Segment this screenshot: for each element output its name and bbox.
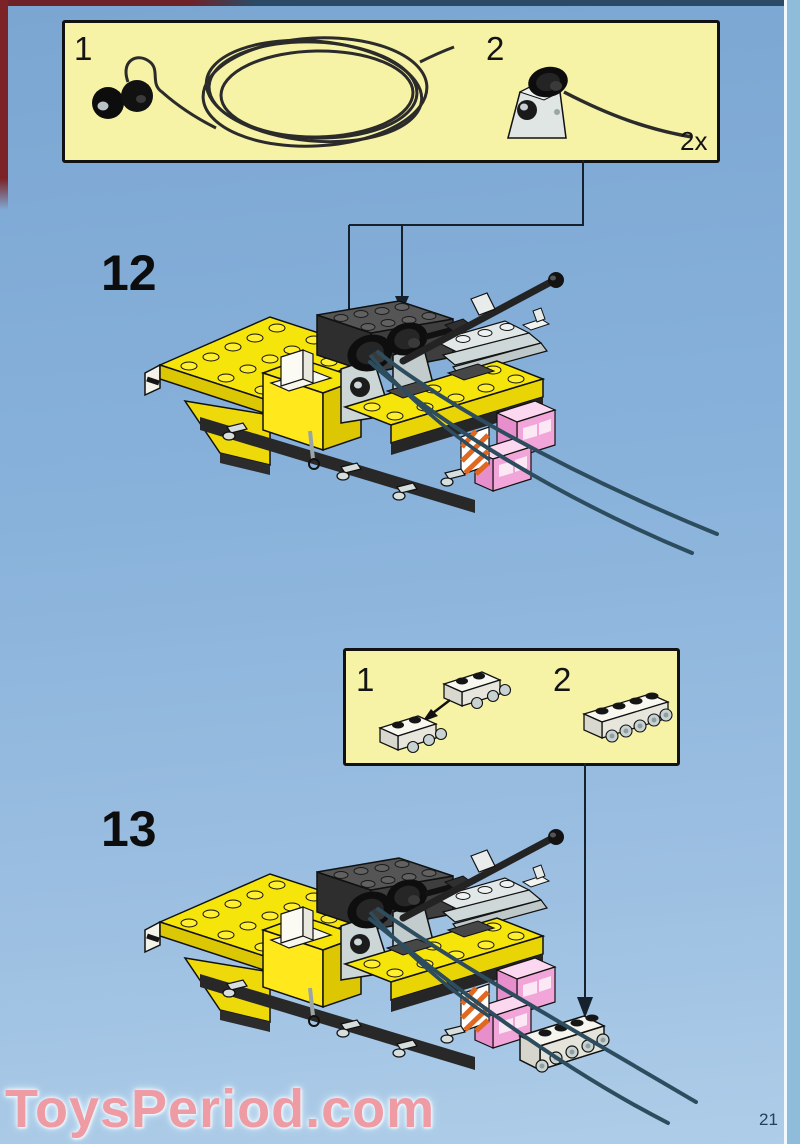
mid-box-item2-label: 2 [553, 661, 572, 698]
parts-callout-box-middle [343, 648, 680, 766]
page-number: 21 [759, 1110, 778, 1129]
step-12-model [145, 272, 564, 513]
step-13-clip-plate [518, 1014, 610, 1073]
top-box-quantity-label: 2x [680, 126, 708, 156]
scan-top-edge [0, 0, 800, 6]
step-12-strings [368, 350, 719, 555]
top-box-item2-label: 2 [486, 30, 505, 67]
mid-box-item1-label: 1 [356, 661, 375, 698]
callout-connector-lines [348, 160, 586, 1000]
step-13-number: 13 [101, 801, 157, 857]
watermark-text: ToysPeriod.com [5, 1079, 436, 1139]
step-12-number: 12 [101, 245, 157, 301]
parts-callout-box-top [62, 20, 720, 163]
top-box-item1-label: 1 [74, 30, 93, 67]
book-spine-edge [0, 0, 8, 210]
step-13-model [145, 829, 564, 1070]
page-edge-highlight [784, 0, 787, 1144]
page-edge-band [787, 0, 800, 1144]
